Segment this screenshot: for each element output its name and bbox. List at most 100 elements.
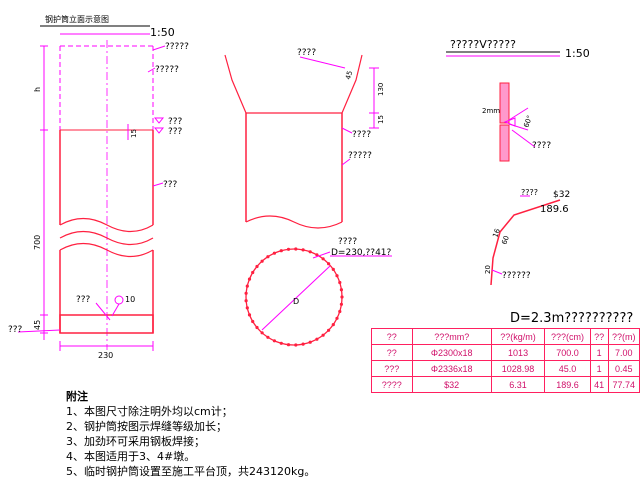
label-water-b: ??? xyxy=(168,127,183,137)
detail-v-scale: 1:50 xyxy=(565,47,590,60)
rebar-detail: ???? $32 189.6 16 60 20 ?????? xyxy=(484,188,570,286)
header-cell: ???mm? xyxy=(411,328,492,345)
detail-v: ?????V????? 1:50 60° 2mm ???? xyxy=(446,38,590,162)
rebar-stud xyxy=(251,319,255,324)
dim-700: 700 xyxy=(33,235,42,250)
rebar-stud xyxy=(338,309,342,314)
table-cell: 7.00 xyxy=(607,344,640,361)
leader-top xyxy=(152,45,166,51)
rebar-stud xyxy=(272,251,276,255)
rebar-stud xyxy=(279,341,283,345)
rebar-stud xyxy=(286,343,291,347)
rebar-stud xyxy=(244,291,248,295)
funnel-left xyxy=(224,54,247,114)
rebar-stud xyxy=(327,328,331,332)
table-title: D=2.3m?????????? xyxy=(510,311,633,326)
water-level-a-icon xyxy=(153,117,165,124)
rebar-stud xyxy=(266,255,270,259)
detail-angle: 60° xyxy=(522,114,534,128)
table-cell: 1028.98 xyxy=(490,360,546,377)
table-cell: 1013 xyxy=(490,344,546,361)
rebar-stud xyxy=(321,257,325,261)
break-wave-1 xyxy=(59,217,154,233)
rebar-stud xyxy=(335,274,339,278)
material-table: ?? ???mm? ??(kg/m) ???(cm) ?? ??(m) ?? Φ… xyxy=(371,328,640,393)
diameter-line xyxy=(261,265,331,331)
table-cell: ??? xyxy=(371,360,413,377)
dim-h: h xyxy=(33,87,42,92)
leader-side xyxy=(341,127,353,134)
rebar-stud xyxy=(294,343,298,347)
table-cell: 1 xyxy=(589,344,609,361)
rebar-stud xyxy=(294,247,298,251)
leader-mid xyxy=(152,182,164,187)
header-cell: ?? xyxy=(589,328,609,345)
rebar-bottom-label: ?????? xyxy=(502,271,531,281)
table-row: ???? $32 6.31 189.6 41 77.74 xyxy=(371,376,640,393)
header-cell: ?? xyxy=(371,328,413,345)
rebar-stud xyxy=(245,306,249,310)
rebar-stud xyxy=(308,250,312,254)
mid-break-wave xyxy=(245,215,343,229)
rebar-stud xyxy=(331,323,335,327)
rebar-stud xyxy=(260,259,264,263)
angle-leg-2 xyxy=(508,123,529,131)
rebar-stud xyxy=(255,264,259,269)
rebar-stud xyxy=(244,299,248,303)
dim-angle-45: 45 xyxy=(344,70,354,81)
table-cell: 1 xyxy=(589,360,609,377)
rebar-stud xyxy=(340,295,344,299)
rebar-stud xyxy=(301,342,305,346)
angle-leg-1 xyxy=(508,107,529,121)
rebar-stud xyxy=(272,339,276,343)
rebar-stud xyxy=(286,247,291,251)
label-left: ??? xyxy=(8,325,23,335)
label-mid-ring: ???? xyxy=(338,237,357,247)
rebar-stud xyxy=(255,325,259,330)
dim-width: 230 xyxy=(98,351,113,360)
table-cell: ?? xyxy=(371,344,413,361)
header-cell: ???(cm) xyxy=(544,328,591,345)
rebar-stud xyxy=(260,331,264,335)
leader-rebar-bottom xyxy=(491,269,503,275)
dim-130: 130 xyxy=(377,83,385,96)
note-item: 3、加劲环可采用钢板焊接； xyxy=(66,435,205,448)
circle-d-label: D xyxy=(293,297,299,306)
rebar-d16: 16 xyxy=(491,227,502,239)
header-cell: ??(kg/m) xyxy=(490,328,546,345)
rebar-stud xyxy=(331,267,335,271)
rebar-stud xyxy=(321,333,325,337)
break-wave-2 xyxy=(59,230,154,246)
notes-block: 附注 1、本图尺寸除注明外均以cm计； 2、钢护筒按图示焊缝等级加长； 3、加劲… xyxy=(66,389,315,479)
table-row: ??? Φ2336x18 1028.98 45.0 1 0.45 xyxy=(371,360,640,377)
note-item: 2、钢护筒按图示焊缝等级加长； xyxy=(66,420,227,433)
leader-ring xyxy=(312,251,331,259)
rebar-stud xyxy=(247,277,252,281)
ring-marker-leader xyxy=(111,303,120,317)
rebar-stud xyxy=(339,302,343,306)
leader-2 xyxy=(147,67,156,73)
table-cell: 41 xyxy=(589,376,609,393)
middle-view: ???? ???? ????? 45 130 15 D ???? D=230,?… xyxy=(224,48,392,347)
water-level-b-icon xyxy=(153,127,165,134)
label-mid-top: ???? xyxy=(297,48,316,58)
rebar-stud xyxy=(247,313,252,317)
label-water-a: ??? xyxy=(168,117,183,127)
rebar-stud xyxy=(266,335,270,339)
table-row: ?? Φ2300x18 1013 700.0 1 7.00 xyxy=(371,344,640,361)
table-cell: $32 xyxy=(411,376,492,393)
note-item: 1、本图尺寸除注明外均以cm计； xyxy=(66,405,233,418)
table-cell: 189.6 xyxy=(544,376,591,393)
label-mid-side: ???? xyxy=(352,130,371,140)
label-top-elev: ????? xyxy=(165,42,189,52)
table-cell: 45.0 xyxy=(544,360,591,377)
leader-mid-top xyxy=(299,56,346,69)
rebar-stud xyxy=(251,270,255,275)
rebar-shape xyxy=(490,199,561,286)
rebar-d20: 20 xyxy=(484,265,492,274)
rebar-d60: 60 xyxy=(500,235,511,246)
left-view: 钢护筒立面示意图 1:50 ????? ????? ??? ??? ??? ??… xyxy=(8,14,189,360)
dim-45: 45 xyxy=(33,320,42,330)
circle-studs xyxy=(244,247,344,347)
